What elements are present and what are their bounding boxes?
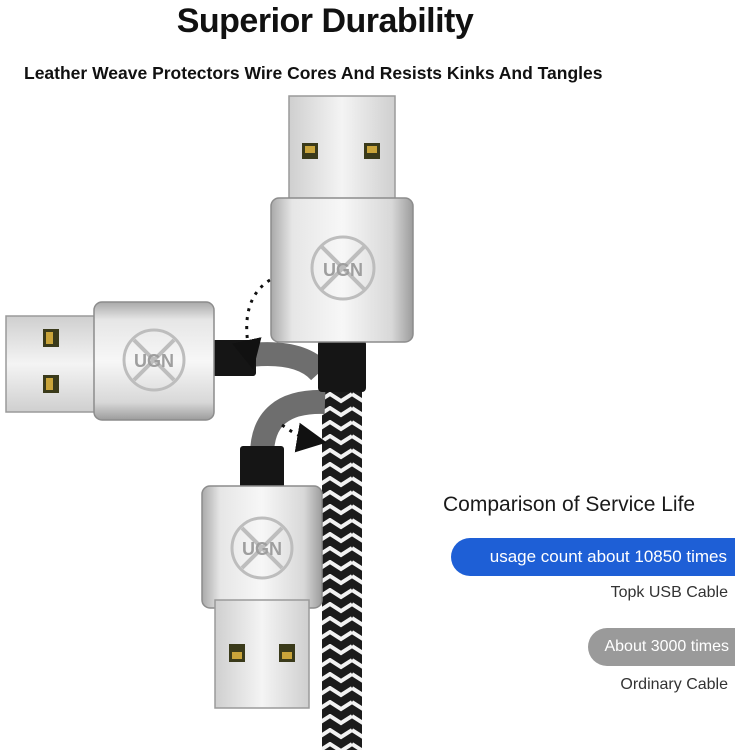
ordinary-usage-bar: About 3000 times [588, 628, 735, 666]
bent-wire-bottom [250, 389, 326, 456]
usb-connector-top [270, 95, 414, 343]
topk-usage-bar: usage count about 10850 times [451, 538, 735, 576]
logo-bottom: UGN [242, 539, 282, 559]
usb-connector-left [5, 301, 215, 421]
motion-arrow-lower [281, 422, 327, 453]
topk-label: Topk USB Cable [610, 584, 728, 601]
logo-top: UGN [323, 260, 363, 280]
braided-cable [322, 390, 362, 750]
page-subtitle: Leather Weave Protectors Wire Cores And … [24, 63, 603, 83]
logo-left: UGN [134, 351, 174, 371]
bent-wire-left [248, 342, 329, 381]
strain-relief-bottom [240, 446, 284, 488]
page-title: Superior Durability [176, 2, 474, 40]
usb-connector-bottom [201, 485, 323, 709]
motion-arrow-upper [232, 278, 271, 370]
ordinary-label: Ordinary Cable [620, 676, 728, 693]
strain-relief-center [318, 340, 366, 392]
comparison-title: Comparison of Service Life [443, 493, 696, 516]
